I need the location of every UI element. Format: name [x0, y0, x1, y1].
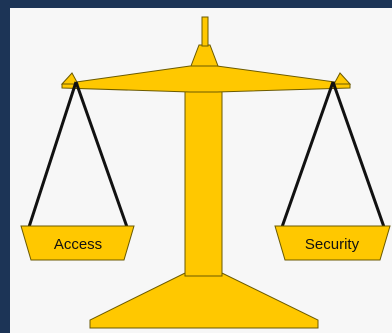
scale-finial [201, 16, 209, 47]
right-chain-outer [331, 81, 386, 228]
scale-pillar [184, 87, 223, 277]
scale-beam [61, 65, 351, 93]
right-chain-inner [280, 81, 335, 228]
left-chain-outer [27, 81, 78, 228]
scale-base [89, 272, 319, 329]
left-chain-inner [74, 81, 129, 228]
right-pan [274, 225, 391, 261]
scale-cap [190, 44, 219, 67]
left-pan-label: Access [54, 236, 102, 253]
right-pan-label: Security [305, 236, 360, 253]
left-arm-tip [60, 72, 79, 85]
left-pan [20, 225, 135, 261]
right-arm-tip [333, 72, 352, 85]
